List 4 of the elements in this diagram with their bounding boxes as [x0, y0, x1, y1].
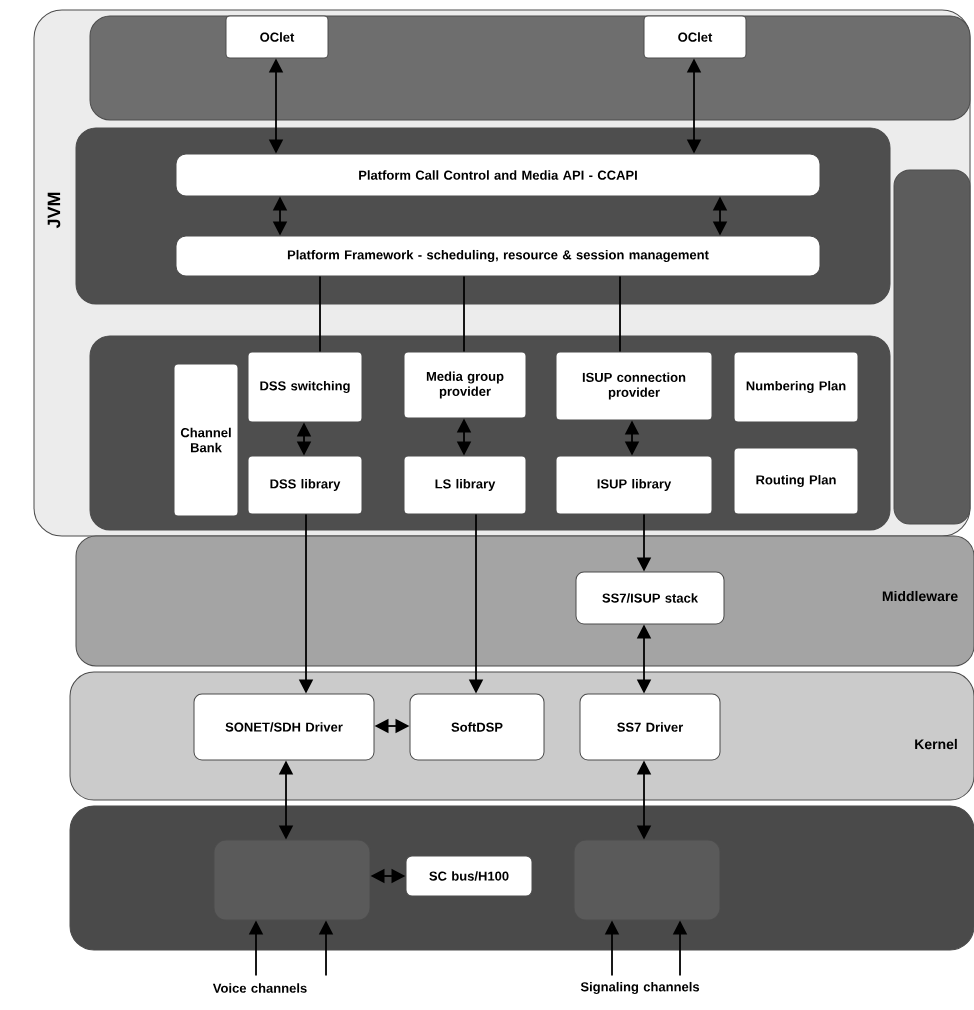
hardware-box	[213, 839, 371, 921]
side-panel	[893, 169, 971, 525]
hardware-box	[573, 839, 721, 921]
layer-band	[89, 15, 971, 121]
